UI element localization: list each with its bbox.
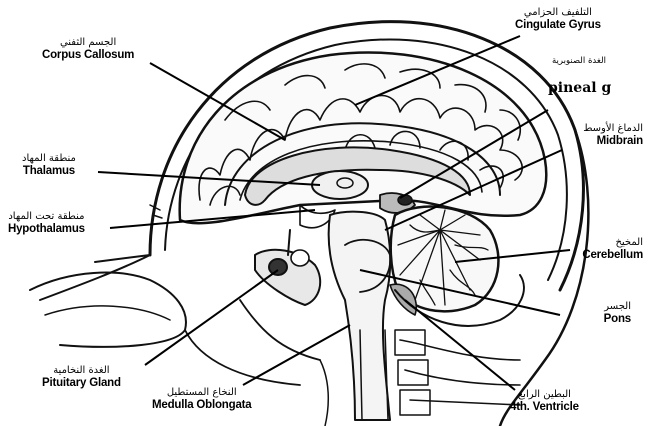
face-outline bbox=[40, 255, 150, 300]
cerebrum-outline bbox=[180, 52, 547, 223]
label-thalamus-ar: منطقة المهاد bbox=[22, 154, 76, 165]
label-thalamus-en: Thalamus bbox=[22, 165, 76, 177]
label-cingulate-gyrus: التلفيف الحزامي Cingulate Gyrus bbox=[515, 8, 601, 31]
label-fourth-ventricle: البطين الرابع 4th. Ventricle bbox=[510, 390, 579, 413]
label-medulla-oblongata: النخاع المستطيل Medulla Oblongata bbox=[152, 388, 251, 411]
label-corpus-callosum: الجسم الثفني Corpus Callosum bbox=[42, 38, 134, 61]
label-pineal-ar: الغدة الصنوبرية bbox=[552, 56, 606, 66]
label-medulla-oblongata-ar: النخاع المستطيل bbox=[152, 388, 251, 399]
label-cingulate-gyrus-ar: التلفيف الحزامي bbox=[515, 8, 601, 19]
pituitary-gland bbox=[269, 259, 287, 275]
label-pituitary-gland-ar: الغدة النخامية bbox=[42, 366, 121, 377]
label-fourth-ventricle-en: 4th. Ventricle bbox=[510, 401, 579, 413]
label-corpus-callosum-ar: الجسم الثفني bbox=[42, 38, 134, 49]
label-pituitary-gland-en: Pituitary Gland bbox=[42, 377, 121, 389]
label-pons-en: Pons bbox=[604, 313, 631, 325]
label-cerebellum-ar: المخيخ bbox=[582, 238, 643, 249]
label-cingulate-gyrus-en: Cingulate Gyrus bbox=[515, 19, 601, 31]
label-hypothalamus: منطقة تحت المهاد Hypothalamus bbox=[8, 212, 85, 235]
label-hypothalamus-en: Hypothalamus bbox=[8, 223, 85, 235]
label-pons: الجسر Pons bbox=[604, 302, 631, 325]
thalamus bbox=[312, 171, 368, 199]
label-pons-ar: الجسر bbox=[604, 302, 631, 313]
label-pineal-en: pineal g bbox=[548, 80, 611, 96]
sphenoid-bone bbox=[255, 250, 320, 305]
label-midbrain-en: Midbrain bbox=[583, 135, 643, 147]
leader-medulla bbox=[243, 325, 350, 385]
label-hypothalamus-ar: منطقة تحت المهاد bbox=[8, 212, 85, 223]
label-midbrain: الدماغ الأوسط Midbrain bbox=[583, 124, 643, 147]
nasal-cavity bbox=[30, 273, 186, 347]
label-fourth-ventricle-ar: البطين الرابع bbox=[510, 390, 579, 401]
label-cerebellum: المخيخ Cerebellum bbox=[582, 238, 643, 261]
pineal-gland bbox=[398, 195, 412, 205]
jaw-outline bbox=[185, 300, 320, 385]
label-medulla-oblongata-en: Medulla Oblongata bbox=[152, 399, 251, 411]
label-pituitary-gland: الغدة النخامية Pituitary Gland bbox=[42, 366, 121, 389]
label-corpus-callosum-en: Corpus Callosum bbox=[42, 49, 134, 61]
label-midbrain-ar: الدماغ الأوسط bbox=[583, 124, 643, 135]
label-thalamus: منطقة المهاد Thalamus bbox=[22, 154, 76, 177]
vertebrae bbox=[400, 340, 520, 405]
label-cerebellum-en: Cerebellum bbox=[582, 249, 643, 261]
brainstem bbox=[329, 212, 391, 420]
